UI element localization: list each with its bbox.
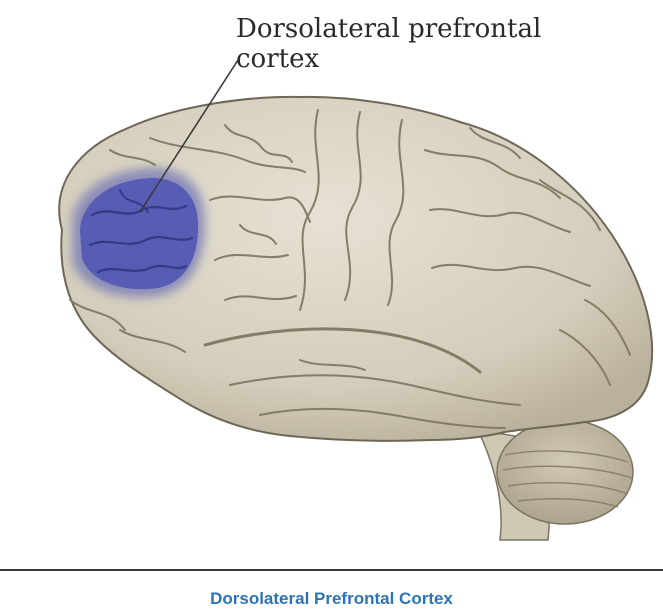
cerebellum: [497, 420, 633, 524]
figure-caption: Dorsolateral Prefrontal Cortex: [0, 588, 663, 610]
annotation-label-line1: Dorsolateral prefrontal: [236, 14, 636, 44]
annotation-label: Dorsolateral prefrontal cortex: [236, 14, 636, 74]
caption-divider: [0, 569, 663, 571]
annotation-label-line2: cortex: [236, 44, 636, 74]
brain-figure: Dorsolateral prefrontal cortex: [0, 0, 663, 560]
brain-illustration: [0, 0, 663, 560]
